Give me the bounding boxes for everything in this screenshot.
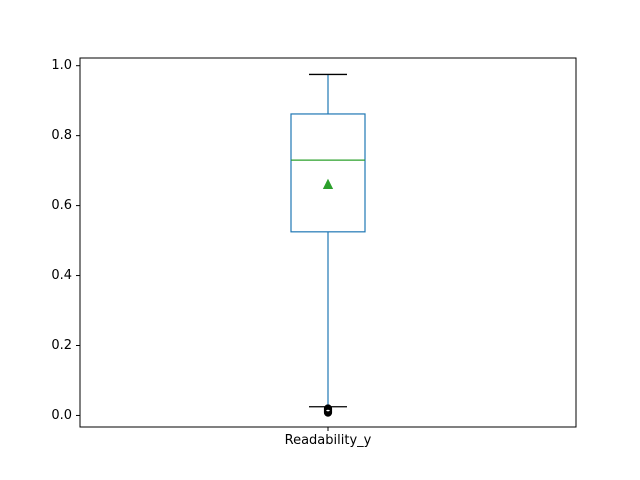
- y-tick-label: 0.4: [51, 268, 72, 283]
- mean-marker: [322, 178, 334, 190]
- y-tick-label: 0.6: [51, 198, 72, 213]
- y-tick-label: 0.2: [51, 338, 72, 353]
- y-tick-label: 0.8: [51, 128, 72, 143]
- plot-area: [290, 73, 366, 417]
- x-tick-label: Readability_y: [285, 433, 372, 448]
- y-tick-label: 0.0: [51, 408, 72, 423]
- y-axis: 0.0 0.2 0.4 0.6 0.8 1.0: [51, 58, 80, 423]
- iqr-box: [290, 113, 366, 233]
- box-group: [290, 73, 366, 417]
- x-axis: Readability_y: [285, 427, 372, 448]
- outlier-point: [323, 408, 333, 417]
- y-tick-label: 1.0: [51, 58, 72, 73]
